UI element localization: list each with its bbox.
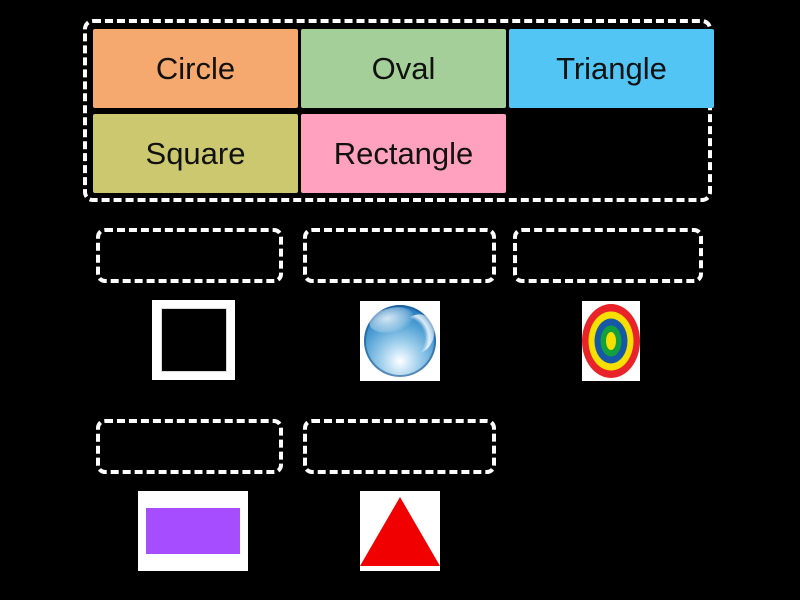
image-card-oval-target[interactable] [582, 301, 640, 381]
word-tile-empty-slot [509, 114, 714, 193]
triangle-icon [360, 496, 440, 566]
word-tile-label: Oval [371, 51, 436, 86]
oval-ring-center [606, 332, 616, 350]
image-card-square[interactable] [152, 300, 235, 380]
drop-zone-4[interactable] [96, 419, 283, 474]
word-tile-rectangle[interactable]: Rectangle [301, 114, 506, 193]
word-tile-label: Circle [155, 51, 236, 86]
rectangle-icon [146, 508, 240, 554]
word-tile-circle[interactable]: Circle [93, 29, 298, 108]
oval-target-icon [582, 304, 640, 378]
square-icon [160, 308, 227, 372]
word-tile-label: Triangle [556, 51, 667, 86]
word-bank-container: Circle Oval Triangle Square Rectangle [83, 19, 714, 202]
image-card-sphere[interactable] [360, 301, 440, 381]
image-card-rectangle[interactable] [138, 491, 248, 571]
word-tile-triangle[interactable]: Triangle [509, 29, 714, 108]
word-tile-square[interactable]: Square [93, 114, 298, 193]
drop-zone-2[interactable] [303, 228, 496, 283]
drop-zone-3[interactable] [513, 228, 703, 283]
circle-sphere-icon [364, 305, 436, 377]
word-bank-grid: Circle Oval Triangle Square Rectangle [93, 29, 714, 194]
drop-zone-1[interactable] [96, 228, 283, 283]
image-card-triangle[interactable] [360, 491, 440, 571]
drop-zone-5[interactable] [303, 419, 496, 474]
word-tile-label: Square [145, 136, 246, 171]
word-tile-label: Rectangle [333, 136, 474, 171]
word-tile-oval[interactable]: Oval [301, 29, 506, 108]
